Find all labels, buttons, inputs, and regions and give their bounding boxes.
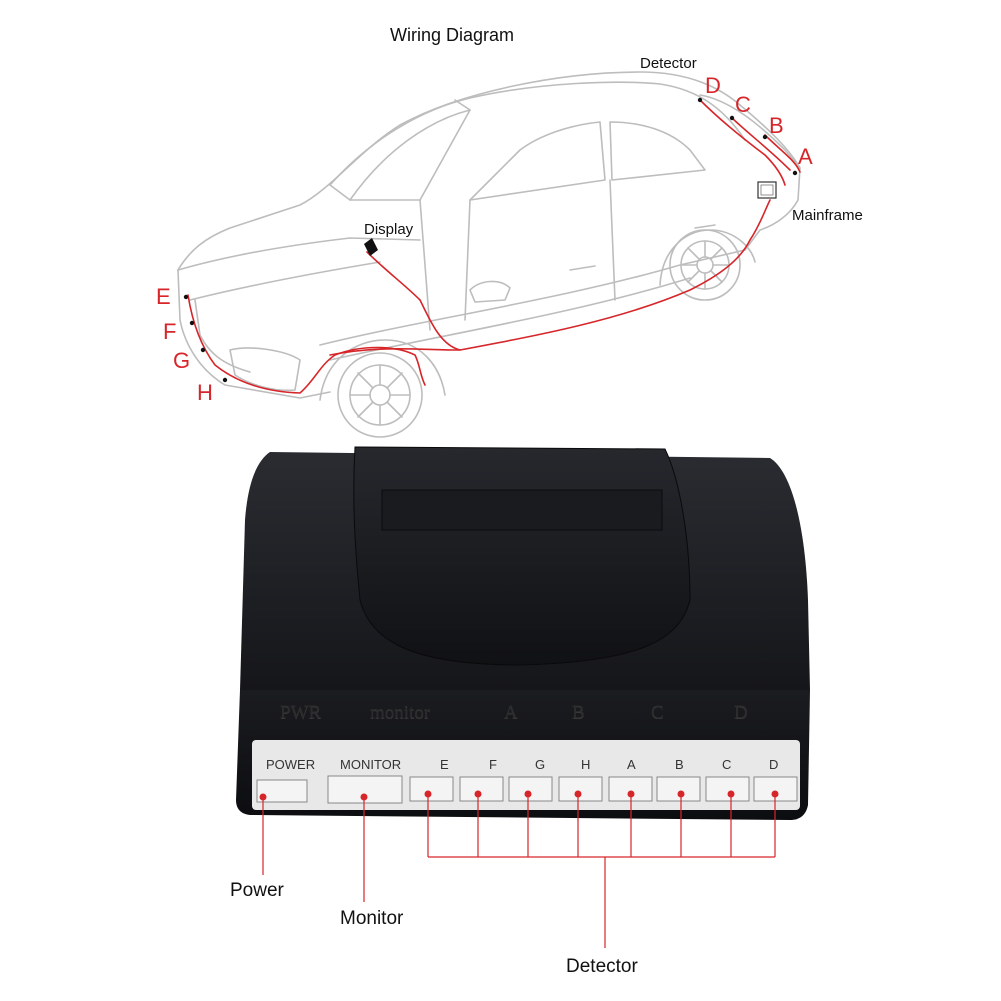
- mainframe-box: [757, 181, 777, 199]
- device-lid: [353, 446, 691, 666]
- sensor-label-e: E: [156, 284, 171, 309]
- port-label-power: POWER: [266, 757, 316, 772]
- connector-e: [409, 776, 454, 802]
- port-label-f: F: [489, 757, 497, 772]
- emboss-a: A: [504, 702, 518, 723]
- sensor-label-g: G: [173, 348, 191, 373]
- wire-display: [366, 199, 771, 351]
- emboss-b: B: [572, 702, 585, 723]
- emboss-monitor: monitor: [370, 702, 431, 723]
- sensor-label-f: F: [163, 319, 177, 344]
- detector-car-label: Detector: [640, 55, 697, 72]
- port-label-b: B: [675, 757, 684, 772]
- emboss-c: C: [651, 702, 664, 723]
- display-unit: [364, 238, 378, 256]
- sensor-label-c: C: [735, 92, 751, 117]
- port-label-a: A: [627, 757, 636, 772]
- sensor-label-d: D: [705, 73, 721, 98]
- emboss-d: D: [734, 702, 748, 723]
- callout-detector: Detector: [566, 956, 638, 977]
- connector-g: [508, 776, 553, 802]
- callout-monitor: Monitor: [340, 908, 404, 929]
- connector-c: [705, 776, 750, 802]
- wire-rear: [699, 99, 786, 186]
- port-label-c: C: [722, 757, 732, 772]
- display-label: Display: [364, 221, 414, 238]
- sensor-label-b: B: [769, 113, 784, 138]
- mainframe-label: Mainframe: [792, 207, 863, 224]
- connector-h: [558, 776, 603, 802]
- connector-b: [656, 776, 701, 802]
- connectors: [256, 775, 798, 804]
- device-window: [381, 489, 663, 531]
- port-label-monitor: MONITOR: [340, 757, 402, 772]
- detector-callout-lines: [427, 794, 776, 948]
- diagram-title: Wiring Diagram: [390, 25, 515, 45]
- callout-power: Power: [230, 880, 284, 901]
- port-label-g: G: [535, 757, 546, 772]
- sensor-label-a: A: [798, 144, 813, 169]
- port-label-h: H: [581, 757, 591, 772]
- port-label-d: D: [769, 757, 779, 772]
- port-label-e: E: [440, 757, 449, 772]
- connector-f: [459, 776, 504, 802]
- wire-front-loop: [187, 294, 426, 394]
- sensor-label-h: H: [197, 380, 213, 405]
- car-illustration: [177, 71, 801, 438]
- connector-power: [256, 779, 308, 803]
- emboss-pwr: PWR: [280, 702, 322, 723]
